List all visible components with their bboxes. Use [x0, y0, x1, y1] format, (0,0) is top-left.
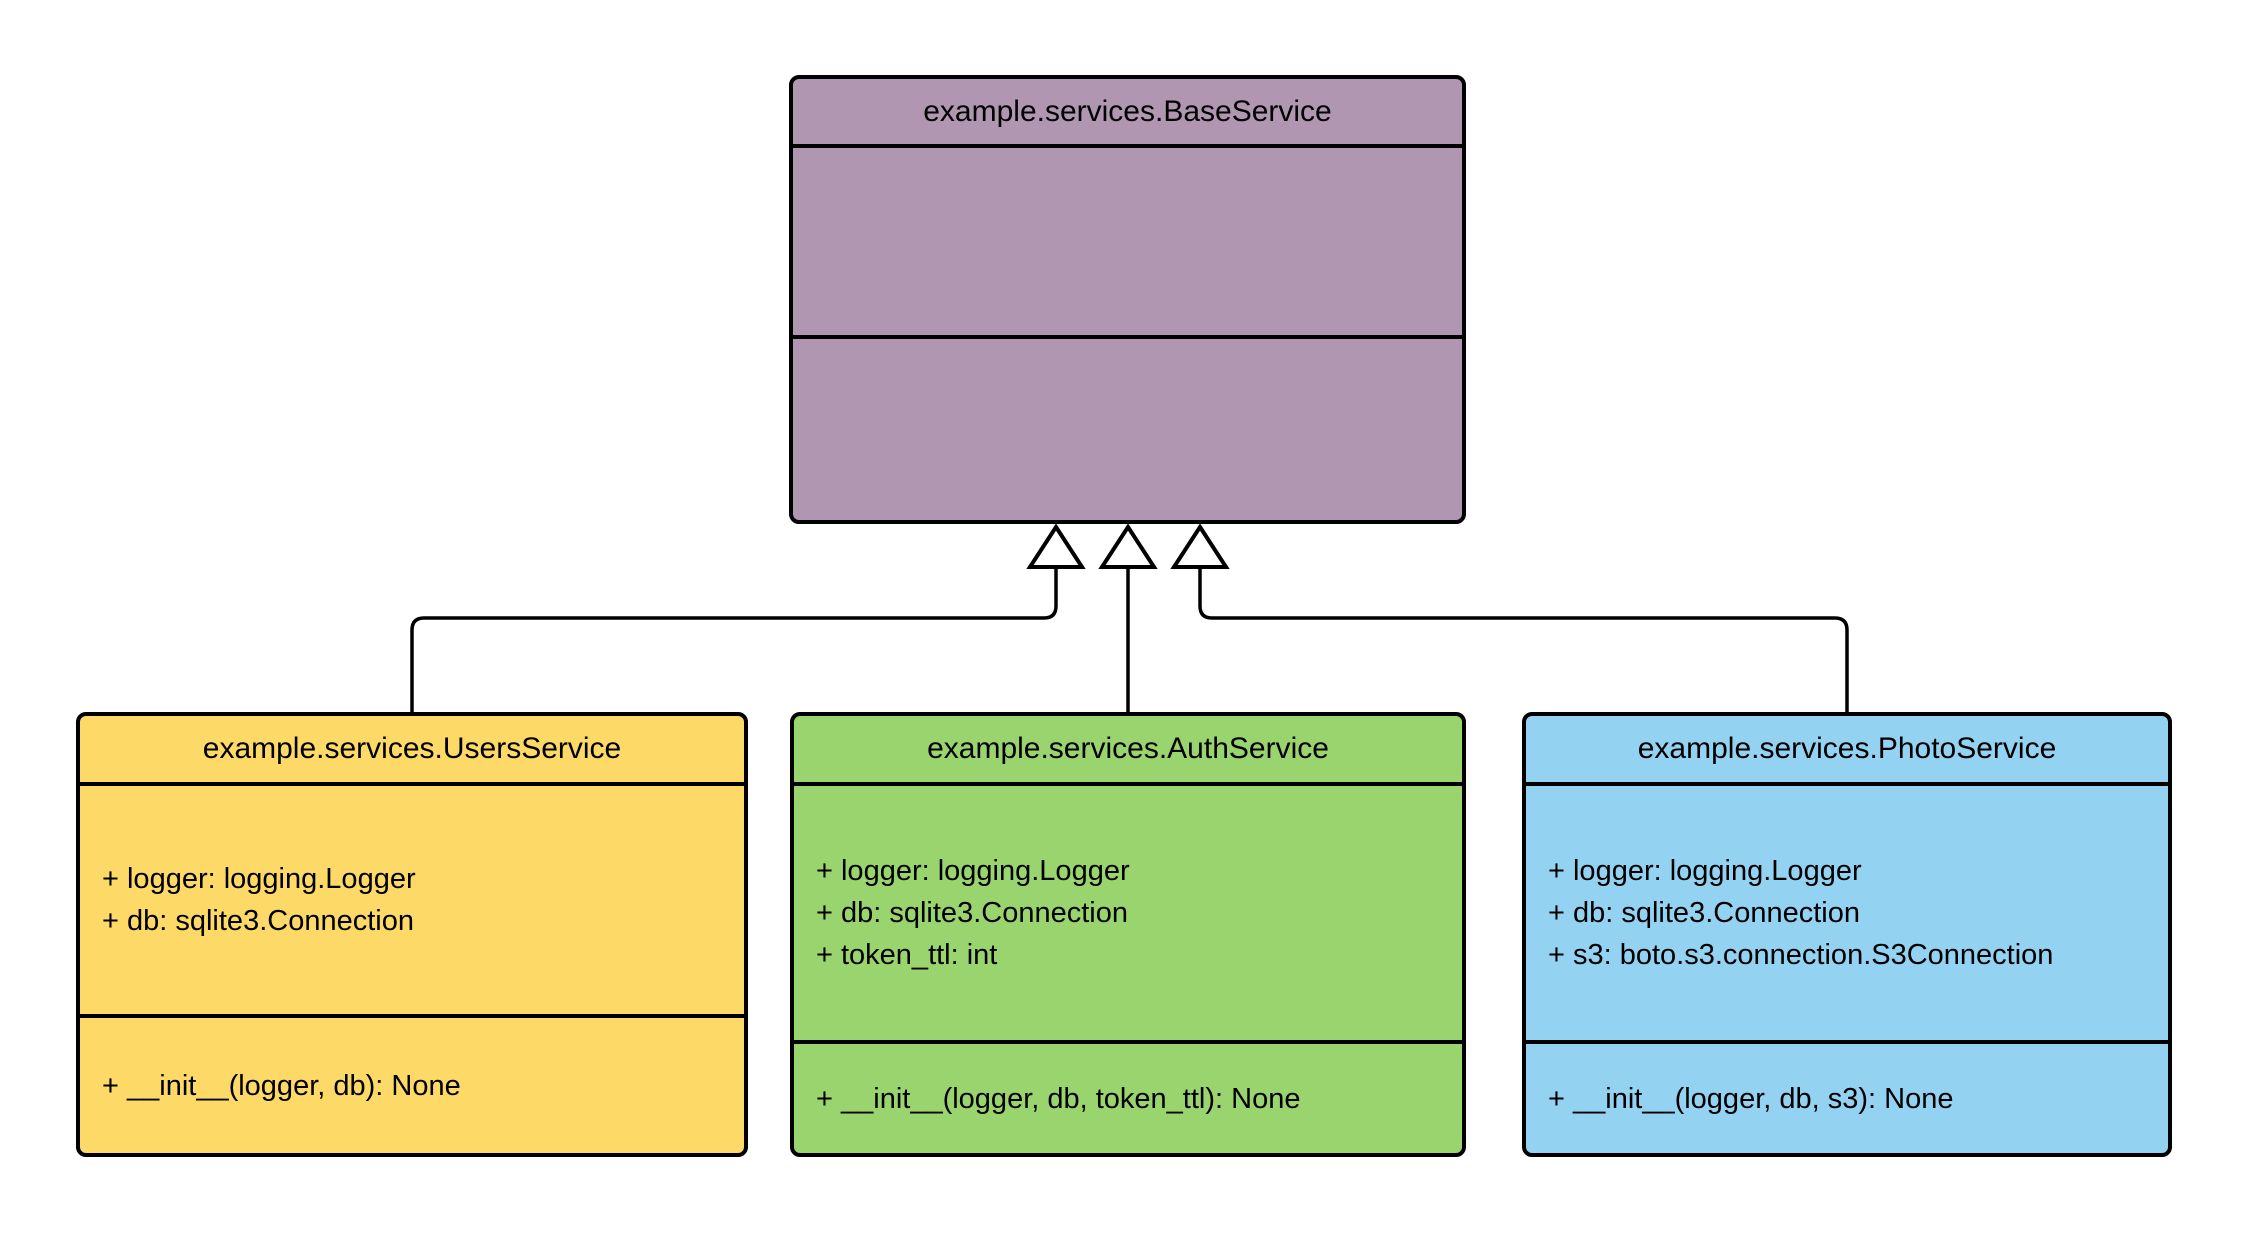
attributes-compartment: + logger: logging.Logger + db: sqlite3.C…: [794, 782, 1462, 1040]
methods-compartment: + __init__(logger, db, token_ttl): None: [794, 1040, 1462, 1153]
attribute-line: + logger: logging.Logger: [1548, 855, 1862, 887]
class-title: example.services.BaseService: [923, 94, 1332, 128]
class-box-authservice: example.services.AuthService + logger: l…: [790, 712, 1466, 1157]
class-title: example.services.AuthService: [927, 732, 1329, 765]
methods-compartment: [793, 335, 1462, 520]
inheritance-connector-photoservice: [1198, 566, 1849, 712]
attribute-line: + logger: logging.Logger: [816, 855, 1130, 887]
attribute-line: + token_ttl: int: [816, 939, 998, 971]
attribute-line: + db: sqlite3.Connection: [816, 897, 1128, 929]
attributes-compartment: [793, 144, 1462, 335]
methods-compartment: + __init__(logger, db, s3): None: [1526, 1040, 2168, 1153]
method-line: + __init__(logger, db): None: [102, 1069, 461, 1102]
class-title: example.services.PhotoService: [1637, 732, 2057, 765]
attributes-compartment: + logger: logging.Logger + db: sqlite3.C…: [80, 782, 744, 1014]
method-line: + __init__(logger, db, token_ttl): None: [816, 1082, 1301, 1115]
inheritance-arrowhead-photoservice: [1170, 523, 1230, 569]
attributes-compartment: + logger: logging.Logger + db: sqlite3.C…: [1526, 782, 2168, 1040]
class-title: example.services.UsersService: [202, 732, 622, 765]
inheritance-arrowhead-authservice: [1098, 523, 1158, 569]
attribute-line: + db: sqlite3.Connection: [1548, 897, 1860, 929]
method-line: + __init__(logger, db, s3): None: [1548, 1082, 1954, 1115]
attribute-line: + s3: boto.s3.connection.S3Connection: [1548, 939, 2054, 971]
attribute-line: + logger: logging.Logger: [102, 863, 416, 895]
inheritance-arrowhead-usersservice: [1026, 523, 1086, 569]
class-box-baseservice: example.services.BaseService: [789, 75, 1466, 524]
attribute-line: + db: sqlite3.Connection: [102, 905, 414, 937]
class-box-usersservice: example.services.UsersService + logger: …: [76, 712, 748, 1157]
class-box-photoservice: example.services.PhotoService + logger: …: [1522, 712, 2172, 1157]
methods-compartment: + __init__(logger, db): None: [80, 1014, 744, 1153]
inheritance-connector-usersservice: [410, 566, 1058, 712]
